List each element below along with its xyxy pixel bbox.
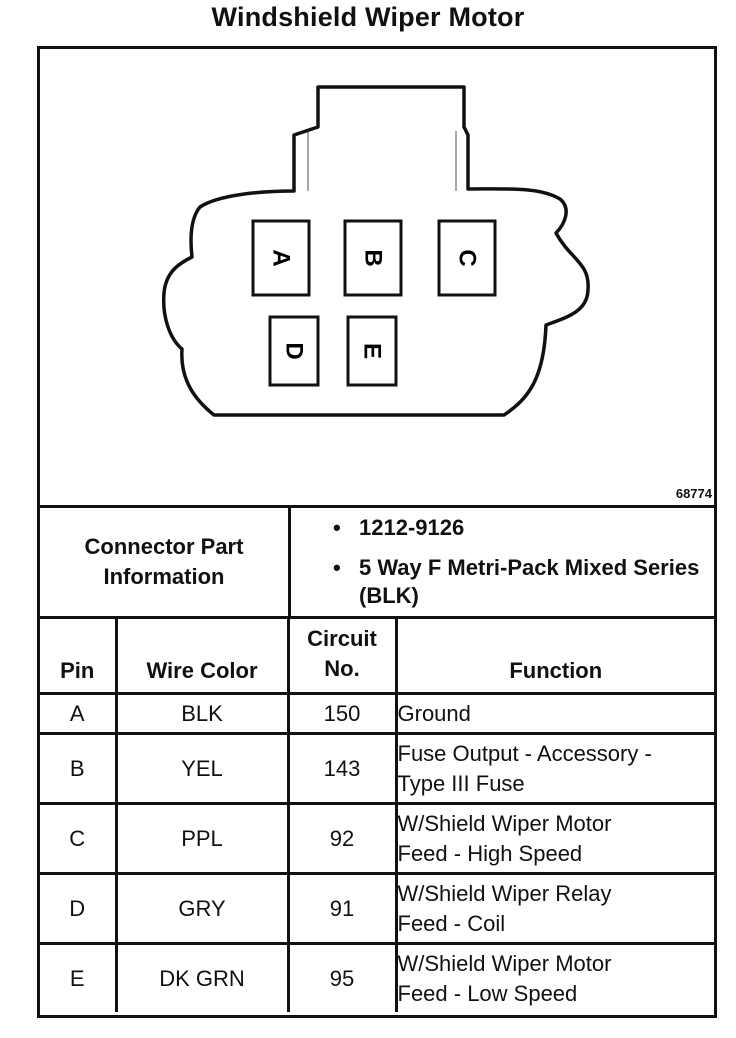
cell-pin: E (40, 942, 118, 1012)
cell-function: Fuse Output - Accessory - Type III Fuse (394, 732, 714, 805)
cell-function: W/Shield Wiper Motor Feed - High Speed (394, 802, 714, 875)
connector-outline (161, 85, 590, 417)
page-title: Windshield Wiper Motor (211, 2, 525, 32)
header-circuit-line1: Circuit (307, 626, 377, 651)
cell-circuit: 143 (286, 732, 398, 805)
pin-a-letter: A (268, 249, 295, 266)
cell-pin: C (40, 802, 118, 875)
header-circuit-line2: No. (324, 656, 360, 681)
pin-e-letter: E (359, 343, 386, 359)
pin-d-cavity: D (268, 315, 320, 387)
header-circuit-no: Circuit No. (286, 616, 398, 695)
cell-pin: A (40, 692, 118, 735)
header-function: Function (394, 616, 714, 695)
cell-function-line1: W/Shield Wiper Motor (397, 810, 612, 836)
cell-function-line2: Feed - Low Speed (397, 980, 578, 1006)
pin-table: Pin Wire Color Circuit No. Function A BL… (40, 616, 714, 1012)
pin-c-cavity: C (437, 219, 497, 297)
pin-a-cavity: A (251, 219, 311, 297)
connector-part-info-label-line1: Connector Part (84, 534, 244, 559)
table-row: C PPL 92 W/Shield Wiper Motor Feed - Hig… (40, 802, 714, 875)
cell-circuit: 91 (286, 872, 398, 945)
figure-id: 68774 (675, 486, 712, 501)
cell-function-line1: W/Shield Wiper Relay (397, 880, 612, 906)
diagram-frame: A B C D E 68774 Connector Part (37, 46, 717, 1018)
pin-b-letter: B (360, 249, 387, 266)
cell-circuit: 150 (286, 692, 398, 735)
cell-function-line1: Fuse Output - Accessory - (397, 740, 652, 766)
connector-face-drawing: A B C D E (161, 85, 590, 417)
connector-part-number: 1212-9126 (291, 514, 711, 542)
cell-function: W/Shield Wiper Motor Feed - Low Speed (394, 942, 714, 1012)
table-row: A BLK 150 Ground (40, 692, 714, 735)
cell-pin: D (40, 872, 118, 945)
connector-part-info-list: 1212-9126 5 Way F Metri-Pack Mixed Serie… (291, 514, 711, 622)
cell-wire-color: GRY (114, 872, 290, 945)
cell-function-line1: W/Shield Wiper Motor (397, 950, 612, 976)
pin-e-cavity: E (346, 315, 398, 387)
pin-c-letter: C (454, 249, 481, 266)
connector-part-info-label: Connector Part Information (40, 508, 291, 616)
cell-circuit: 95 (286, 942, 398, 1012)
table-row: D GRY 91 W/Shield Wiper Relay Feed - Coi… (40, 872, 714, 945)
cell-function: Ground (394, 692, 714, 735)
cell-circuit: 92 (286, 802, 398, 875)
cell-wire-color: YEL (114, 732, 290, 805)
header-wire-color: Wire Color (114, 616, 290, 695)
cell-function: W/Shield Wiper Relay Feed - Coil (394, 872, 714, 945)
pin-table-header: Pin Wire Color Circuit No. Function (40, 616, 714, 695)
cell-function-line2: Type III Fuse (397, 770, 525, 796)
connector-part-info-label-line2: Information (103, 564, 225, 589)
connector-part-info: Connector Part Information 1212-9126 5 W… (40, 508, 714, 619)
connector-diagram: A B C D E 68774 (40, 49, 714, 508)
cell-function-line1: Ground (397, 700, 471, 726)
pin-b-cavity: B (343, 219, 403, 297)
table-row: E DK GRN 95 W/Shield Wiper Motor Feed - … (40, 942, 714, 1012)
cell-wire-color: DK GRN (114, 942, 290, 1012)
cell-function-line2: Feed - High Speed (397, 840, 583, 866)
table-row: B YEL 143 Fuse Output - Accessory - Type… (40, 732, 714, 805)
connector-description: 5 Way F Metri-Pack Mixed Series (BLK) (291, 554, 711, 610)
cell-wire-color: BLK (114, 692, 290, 735)
cell-pin: B (40, 732, 118, 805)
pin-d-letter: D (281, 342, 308, 359)
cell-function-line2: Feed - Coil (397, 910, 506, 936)
header-pin: Pin (40, 616, 118, 695)
cell-wire-color: PPL (114, 802, 290, 875)
